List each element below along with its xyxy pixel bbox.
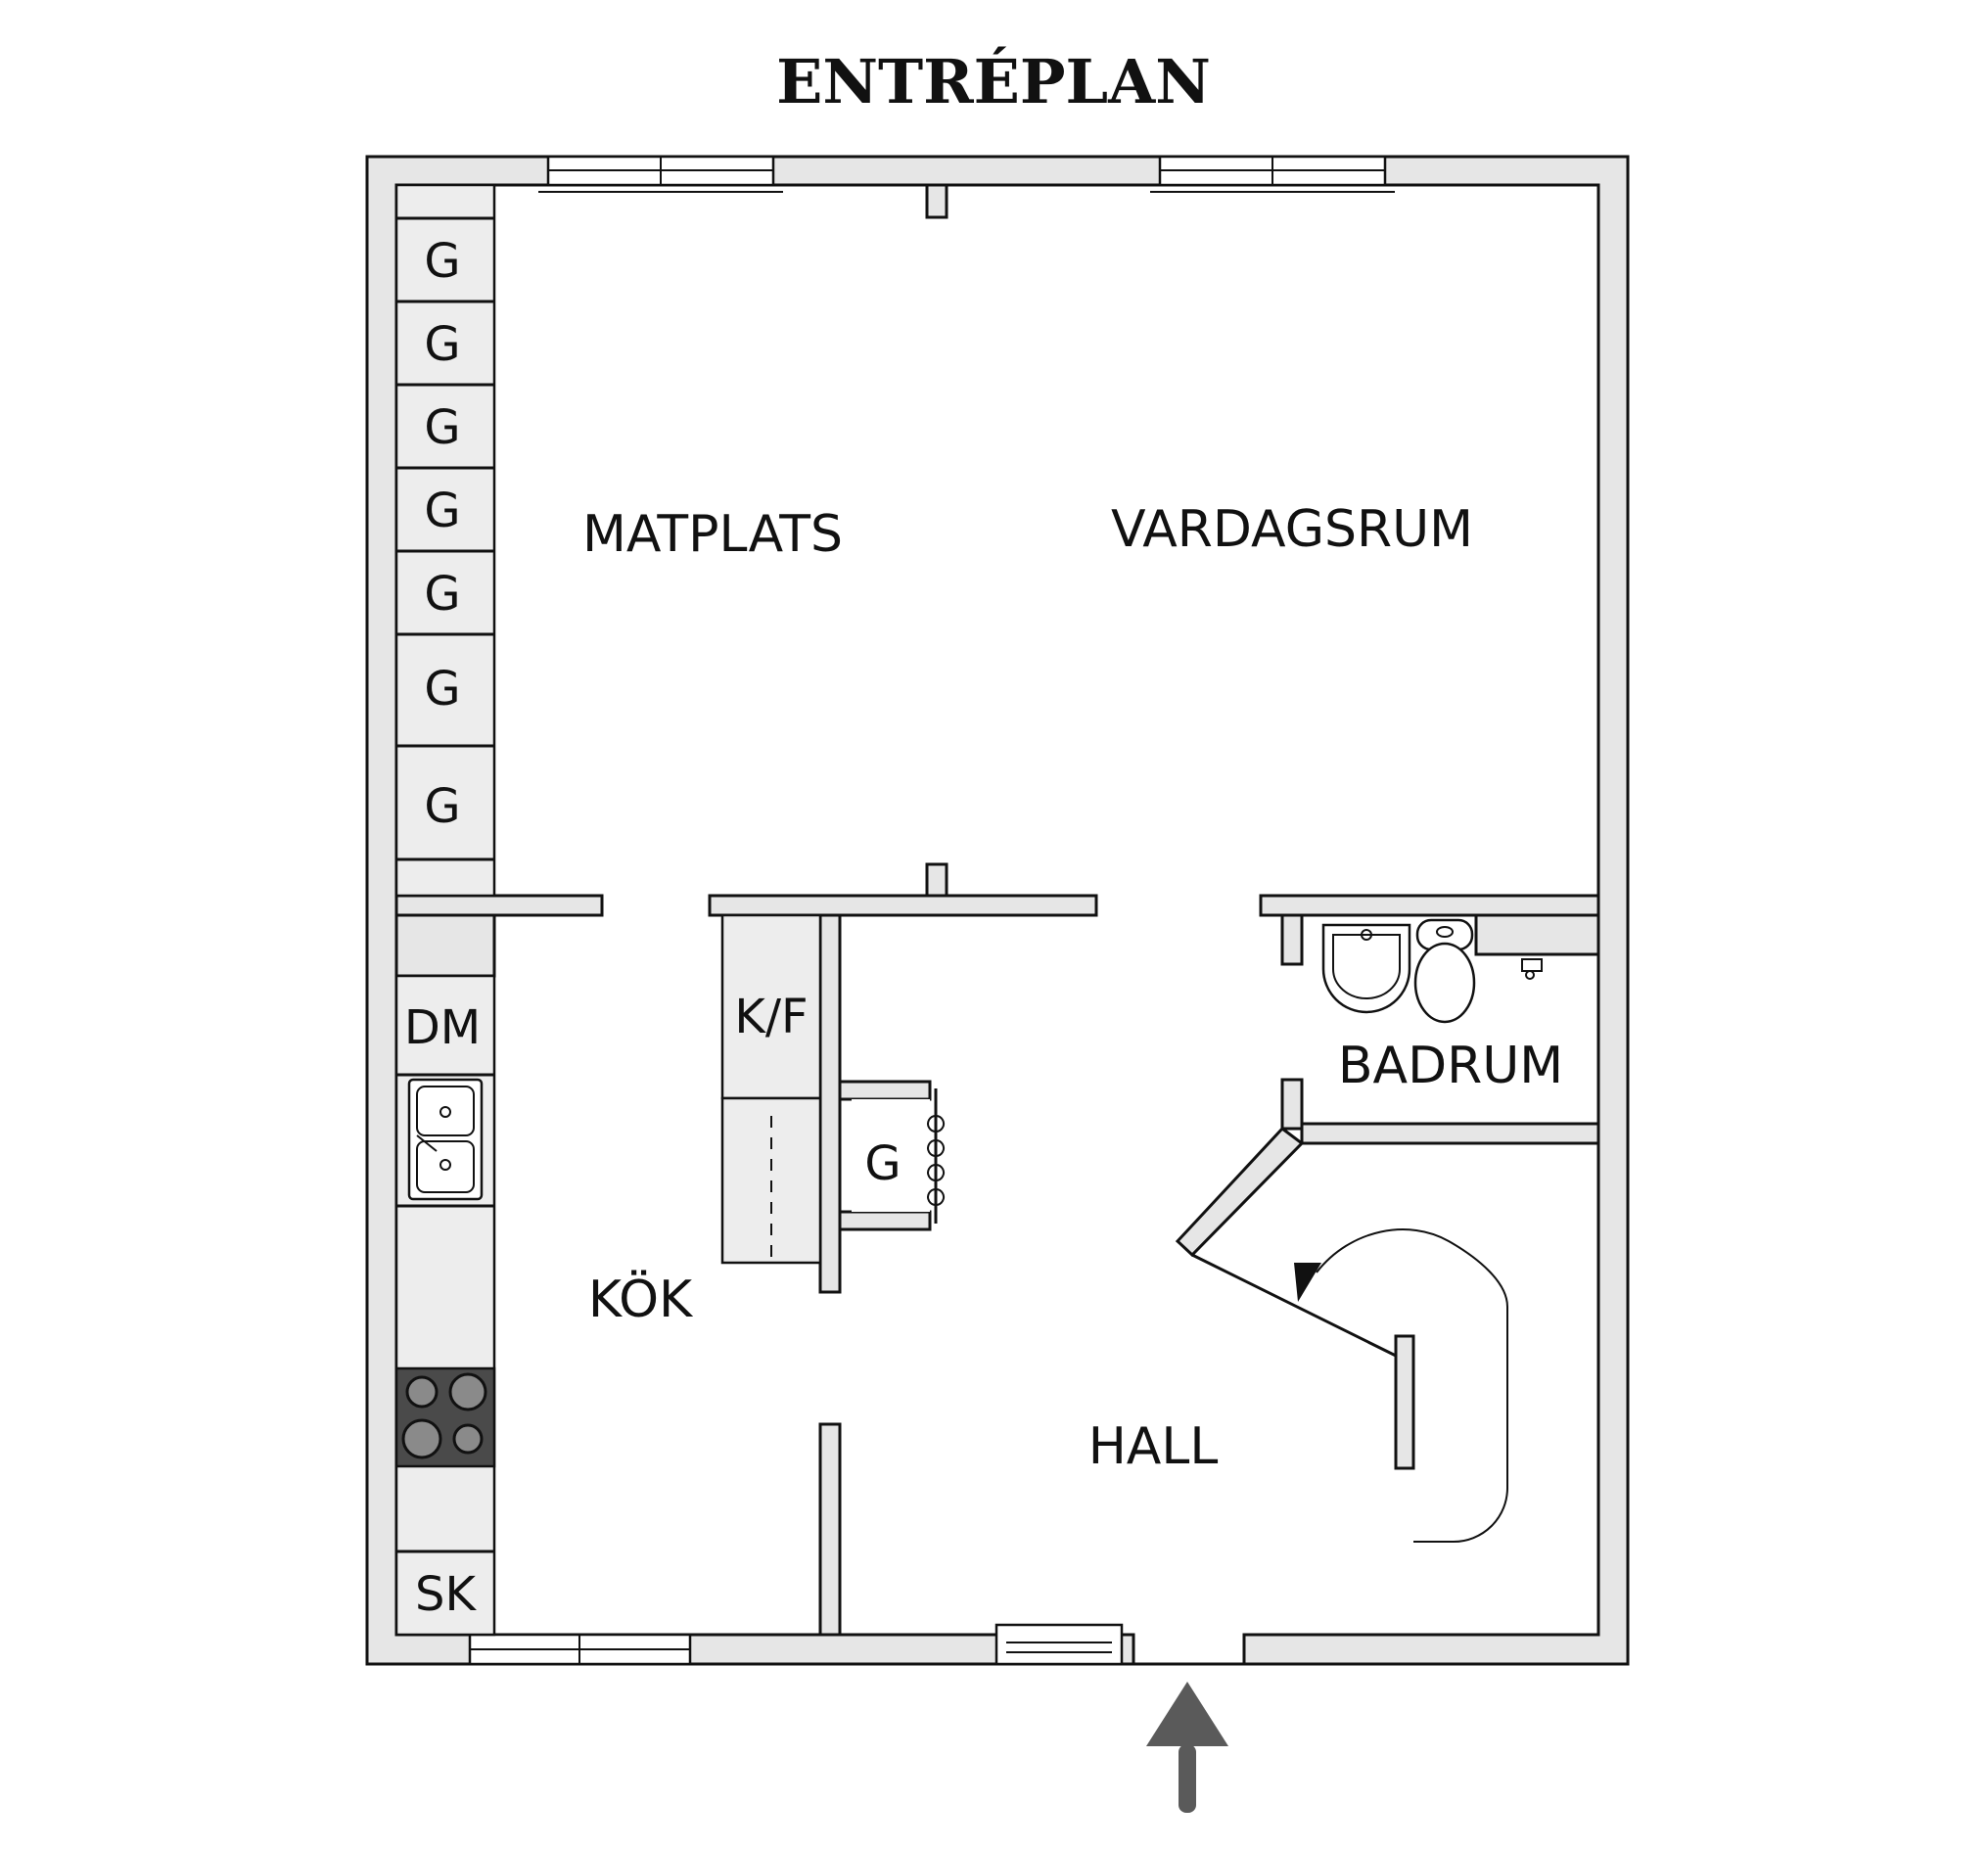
window-bottom-left [468, 1633, 692, 1666]
sink-icon [407, 1078, 484, 1201]
room-label-kok: KÖK [588, 1270, 694, 1329]
fridge-label: K/F [734, 990, 808, 1044]
wardrobe-label-6: G [424, 662, 460, 717]
wardrobe-label-1: G [424, 234, 460, 289]
wardrobe-label-5: G [424, 567, 460, 622]
entrance-arrow-icon [1146, 1682, 1228, 1813]
window-top-left [538, 155, 783, 193]
window-top-right [1150, 155, 1395, 193]
room-label-badrum: BADRUM [1338, 1037, 1563, 1095]
wardrobe-label-2: G [424, 317, 460, 372]
cabinet-label: SK [415, 1567, 477, 1622]
dishwasher-label: DM [404, 1000, 481, 1055]
kitchen-counter: DM SK [394, 974, 496, 1637]
hall-wardrobe: G [852, 1088, 945, 1224]
fridge-unit: K/F [720, 913, 822, 1265]
windows [468, 155, 1395, 1666]
room-label-hall: HALL [1088, 1417, 1219, 1476]
washbasin-icon [1321, 923, 1411, 1014]
toilet-icon [1413, 918, 1476, 1024]
door-swing-icon [1191, 1228, 1508, 1543]
hall-wardrobe-label: G [864, 1136, 901, 1191]
hanger-icon [927, 1115, 945, 1206]
stove-icon [394, 1366, 496, 1468]
wardrobe-label-4: G [424, 484, 460, 538]
plan-title: ENTRÉPLAN [776, 46, 1211, 117]
window-bottom-middle [994, 1623, 1124, 1666]
shower-icon [1521, 958, 1543, 980]
wardrobe-column: G G G G G G G [394, 183, 496, 898]
room-label-matplats: MATPLATS [582, 505, 843, 564]
wardrobe-label-3: G [424, 400, 460, 455]
interior-walls [394, 862, 1600, 1637]
room-label-vardagsrum: VARDAGSRUM [1111, 500, 1473, 559]
wardrobe-label-7: G [424, 779, 460, 834]
